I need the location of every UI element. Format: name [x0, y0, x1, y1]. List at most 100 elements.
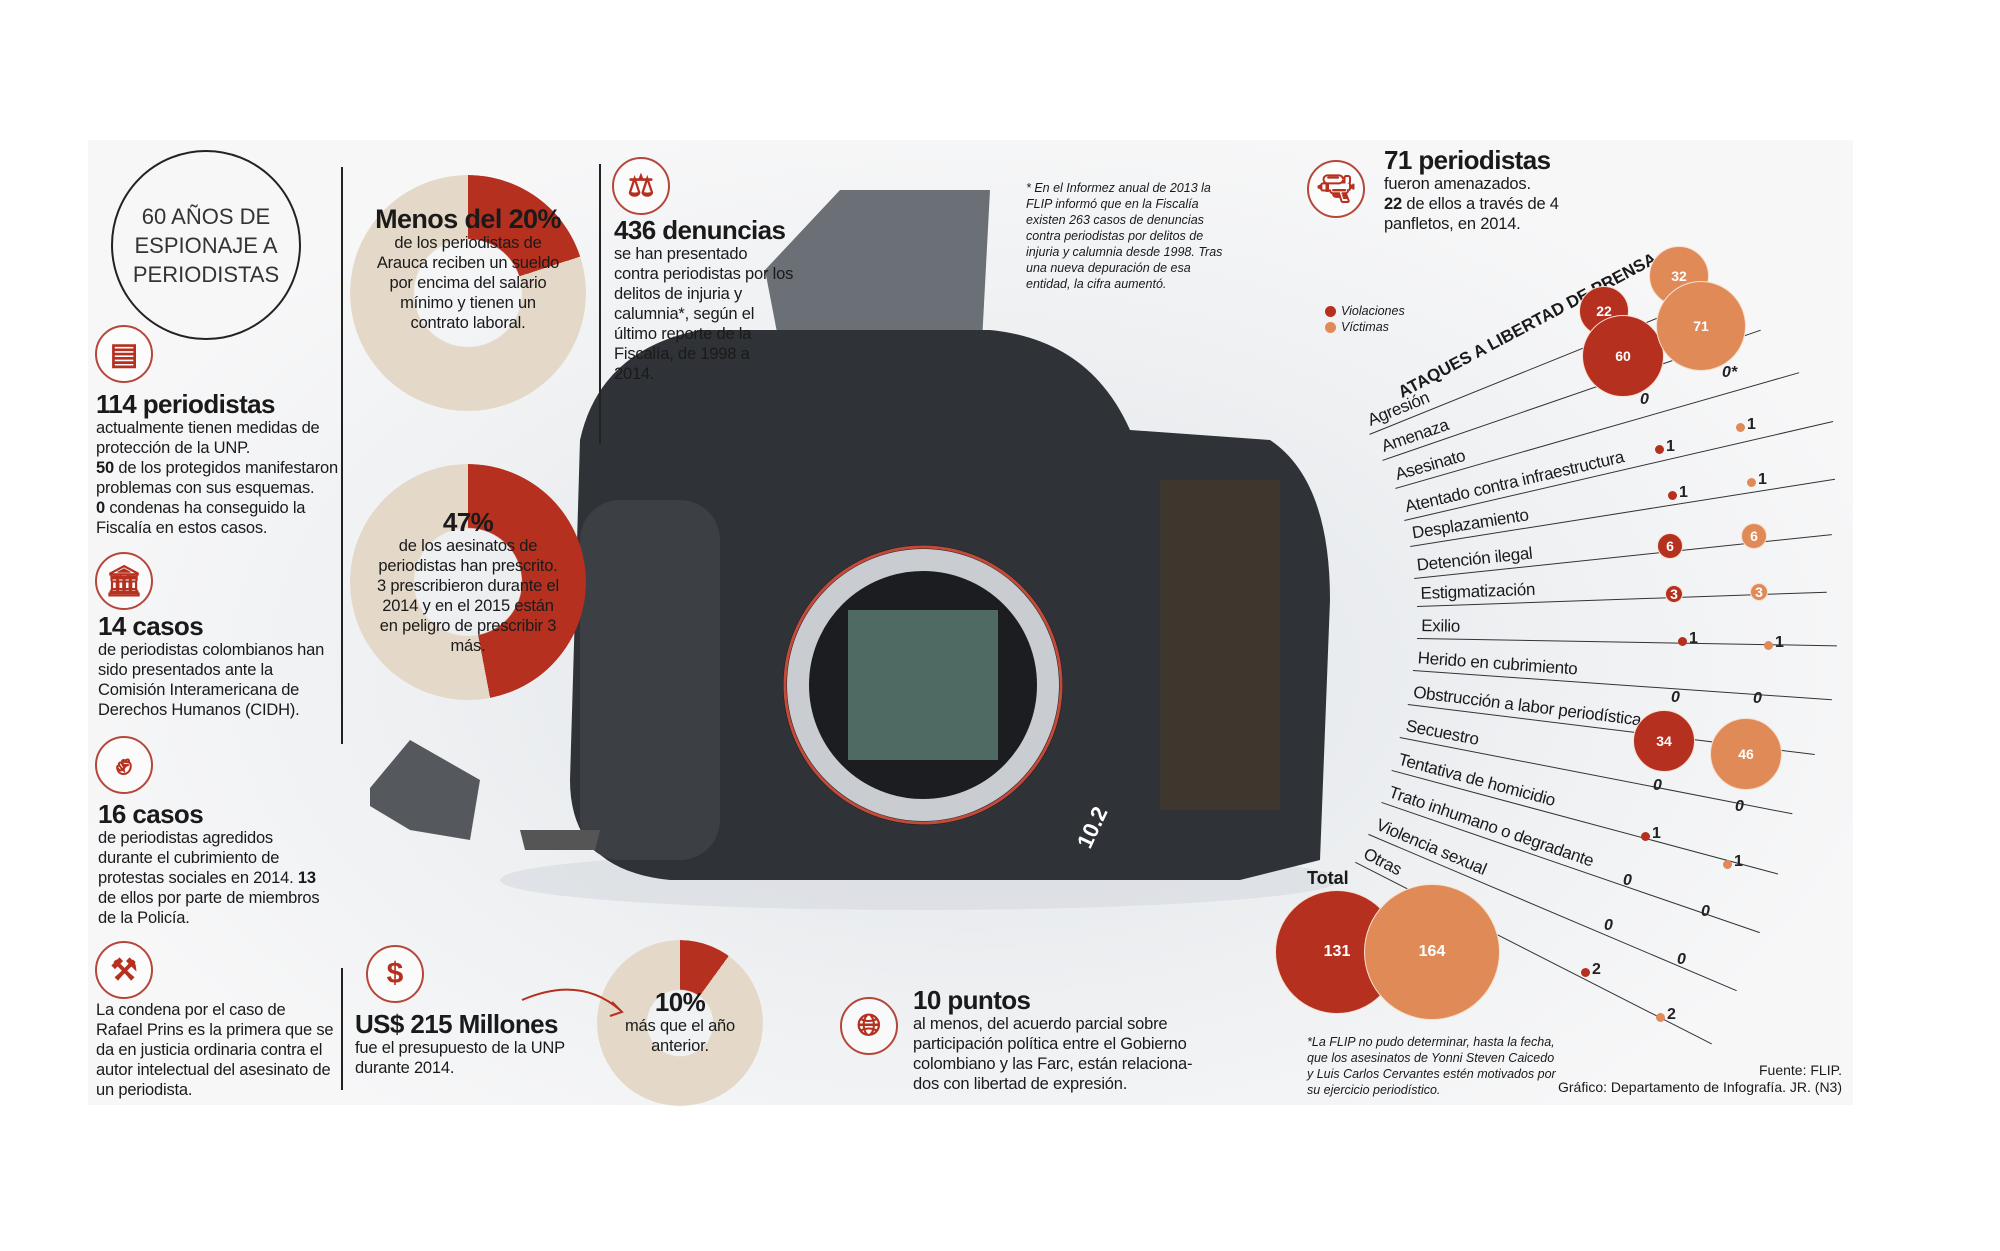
value-label: 0: [1623, 872, 1632, 889]
stat-rafael-prins: La condena por el caso de Rafael Prins e…: [96, 1001, 334, 1099]
stat-text: de ellos por parte de miembros de la Pol…: [98, 889, 320, 927]
arrow-icon: [521, 988, 624, 1017]
total-victimas-bubble: 164: [1364, 884, 1500, 1020]
value-label: 0: [1753, 690, 1762, 707]
stat-text: protección de la UNP.: [96, 439, 251, 457]
value-label: 1: [1679, 484, 1688, 501]
donut-text: más que el año anterior.: [624, 1017, 736, 1055]
donut-label: 47% de los aesinatos de periodistas han …: [372, 508, 564, 656]
globe-icon: 🌐︎: [840, 997, 898, 1055]
divider: [341, 167, 343, 744]
stat-number: 0: [96, 499, 105, 517]
stat-text: de los protegidos manifestaron problemas…: [96, 459, 338, 497]
bubble-victimas: [1723, 860, 1732, 869]
bubble-violaciones: 3: [1664, 584, 1684, 604]
stat-heading: 71 periodistas: [1384, 145, 1551, 175]
bubble-violaciones: [1668, 491, 1677, 500]
stat-number: 22: [1384, 195, 1402, 213]
donut-menos-20: [350, 175, 586, 411]
legend-swatch-violaciones: [1325, 305, 1336, 317]
stat-text: condenas ha conseguido la Fiscalía en es…: [96, 499, 306, 537]
value-label: 1: [1666, 438, 1675, 455]
stat-text: de periodistas agredidos durante el cubr…: [98, 829, 294, 887]
bubble-violaciones: [1678, 637, 1687, 646]
donut-heading: 47%: [442, 507, 494, 537]
stat-heading: US$ 215 Millones: [355, 1009, 558, 1039]
legend-label: Víctimas: [1341, 320, 1389, 334]
stat-heading: 16 casos: [98, 799, 204, 829]
stat-text: al menos, del acuerdo parcial sobre part…: [913, 1015, 1193, 1093]
stat-heading: 436 denuncias: [614, 215, 786, 245]
donut-47: [350, 464, 586, 700]
stat-heading: 114 periodistas: [96, 389, 275, 419]
stat-10-puntos: 10 puntos al menos, del acuerdo parcial …: [913, 986, 1213, 1094]
source: Fuente: FLIP.: [1758, 1062, 1842, 1078]
stat-14-casos: 14 casos de periodistas colombianos han …: [98, 612, 333, 720]
bubble-victimas: [1747, 478, 1756, 487]
footnote-asesinatos: *La FLIP no pudo determinar, hasta la fe…: [1307, 1035, 1556, 1097]
stat-budget: US$ 215 Millones fue el presupuesto de l…: [355, 1010, 595, 1078]
credits: Fuente: FLIP. Gráfico: Departamento de I…: [1558, 1062, 1842, 1096]
divider: [341, 968, 343, 1090]
bubble-violaciones: [1655, 445, 1664, 454]
stat-number: 13: [297, 869, 316, 887]
value-label: 0: [1604, 917, 1613, 934]
total-label: Total: [1307, 868, 1349, 888]
bubble-victimas: [1736, 423, 1745, 432]
bubble-violaciones: 34: [1632, 709, 1696, 773]
bubble-victimas: 71: [1656, 281, 1746, 371]
value-label: 1: [1775, 634, 1784, 651]
bubble-violaciones: [1641, 832, 1650, 841]
stat-16-casos: 16 casos de periodistas agredidos durant…: [98, 800, 323, 928]
value-label: 0: [1701, 903, 1710, 920]
stat-heading: 14 casos: [98, 611, 204, 641]
value-label: 1: [1689, 630, 1698, 647]
value-label: 0*: [1722, 364, 1738, 381]
bubble-victimas: 46: [1709, 717, 1783, 791]
newspaper-icon: ▤: [95, 325, 153, 383]
stat-text: de periodistas colombianos han sido pres…: [98, 641, 325, 719]
value-label: 1: [1734, 853, 1743, 870]
chart-legend: Violaciones Víctimas: [1325, 303, 1405, 335]
footnote-denuncias: * En el Informez anual de 2013 la FLIP i…: [1026, 181, 1223, 291]
stat-71-periodistas: 71 periodistas fueron amenazados. 22 de …: [1384, 146, 1604, 234]
value-label: 1: [1747, 416, 1756, 433]
bubble-violaciones: 60: [1581, 314, 1665, 398]
dollar-icon: $: [366, 945, 424, 1003]
stat-text: actualmente tienen medidas de: [96, 419, 320, 437]
stat-text: fueron amenazados.: [1384, 175, 1531, 193]
stat-text: de ellos a través de 4 panfletos, en 201…: [1384, 195, 1559, 233]
credit: Gráfico: Departamento de Infografía. JR.…: [1557, 1079, 1842, 1095]
title-circle: 60 AÑOS DE ESPIONAJE A PERIODISTAS: [111, 150, 301, 340]
stat-436-denuncias: 436 denuncias se han presentado contra p…: [614, 216, 794, 384]
bubble-violaciones: [1581, 968, 1590, 977]
donut-text: de los aesinatos de periodistas han pres…: [377, 537, 559, 655]
bubble-victimas: [1656, 1013, 1665, 1022]
divider: [599, 164, 601, 444]
donut-10: [597, 940, 763, 1106]
value-label: 2: [1592, 961, 1601, 978]
stat-text: se han presentado contra periodistas por…: [614, 245, 794, 383]
total-value: 164: [1418, 943, 1446, 960]
value-label: 0: [1640, 391, 1649, 408]
donut-heading: Menos del 20%: [375, 204, 561, 234]
bubble-victimas: 6: [1740, 522, 1768, 550]
scales-icon: ⚖︎: [612, 157, 670, 215]
value-label: 0: [1671, 689, 1680, 706]
courthouse-icon: 🏛︎: [95, 552, 153, 610]
value-label: 0: [1677, 951, 1686, 968]
value-label: 1: [1758, 471, 1767, 488]
value-label: 0: [1653, 777, 1662, 794]
stat-text: fue el presupuesto de la UNP durante 201…: [355, 1039, 565, 1077]
bubble-violaciones: 6: [1656, 532, 1684, 560]
donut-heading: 10%: [654, 987, 706, 1017]
aggression-icon: ✊︎: [95, 736, 153, 794]
legend-label: Violaciones: [1341, 304, 1405, 318]
legend-swatch-victimas: [1325, 321, 1336, 333]
gavel-icon: ⚒︎: [95, 941, 153, 999]
donut-label: Menos del 20% de los periodistas de Arau…: [370, 205, 566, 333]
stat-number: 50: [96, 459, 114, 477]
donut-text: de los periodistas de Arauca reciben un …: [376, 234, 560, 332]
value-label: 0: [1735, 798, 1744, 815]
category-label: Estigmatización: [1420, 579, 1536, 603]
